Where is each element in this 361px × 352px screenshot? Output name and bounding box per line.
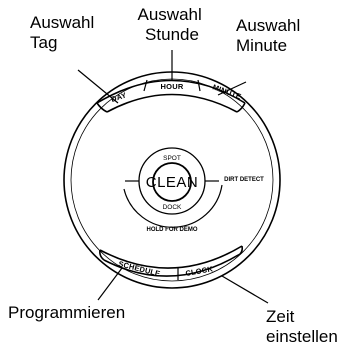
callout-lines: [77, 50, 269, 304]
callout-day-line1: Auswahl: [30, 13, 94, 32]
clean-label: CLEAN: [146, 174, 199, 191]
top-button-strip: [96, 79, 246, 113]
spot-button[interactable]: SPOT: [163, 155, 181, 162]
callout-schedule: Programmieren: [8, 303, 125, 322]
callout-clock-line1: Zeit: [266, 307, 295, 326]
callout-day: Auswahl Tag: [30, 13, 99, 52]
callout-day-line2: Tag: [30, 33, 57, 52]
callout-clock: Zeit einstellen: [266, 307, 338, 346]
callout-minute: Auswahl Minute: [236, 16, 305, 55]
callout-minute-line2: Minute: [236, 36, 287, 55]
callout-hour-line1: Auswahl: [138, 5, 202, 24]
callout-clock-line2: einstellen: [266, 327, 338, 346]
callout-hour: Auswahl Stunde: [138, 5, 207, 44]
clean-button[interactable]: CLEAN: [146, 162, 199, 202]
clean-control: [123, 147, 223, 228]
dock-button[interactable]: DOCK: [163, 204, 182, 211]
callout-minute-line1: Auswahl: [236, 16, 300, 35]
hold-for-demo-label: HOLD FOR DEMO: [147, 227, 198, 233]
callout-hour-line2: Stunde: [145, 25, 199, 44]
bottom-button-strip: [99, 245, 244, 280]
hour-button[interactable]: HOUR: [161, 82, 184, 91]
dirt-detect-label: DIRT DETECT: [224, 177, 264, 183]
